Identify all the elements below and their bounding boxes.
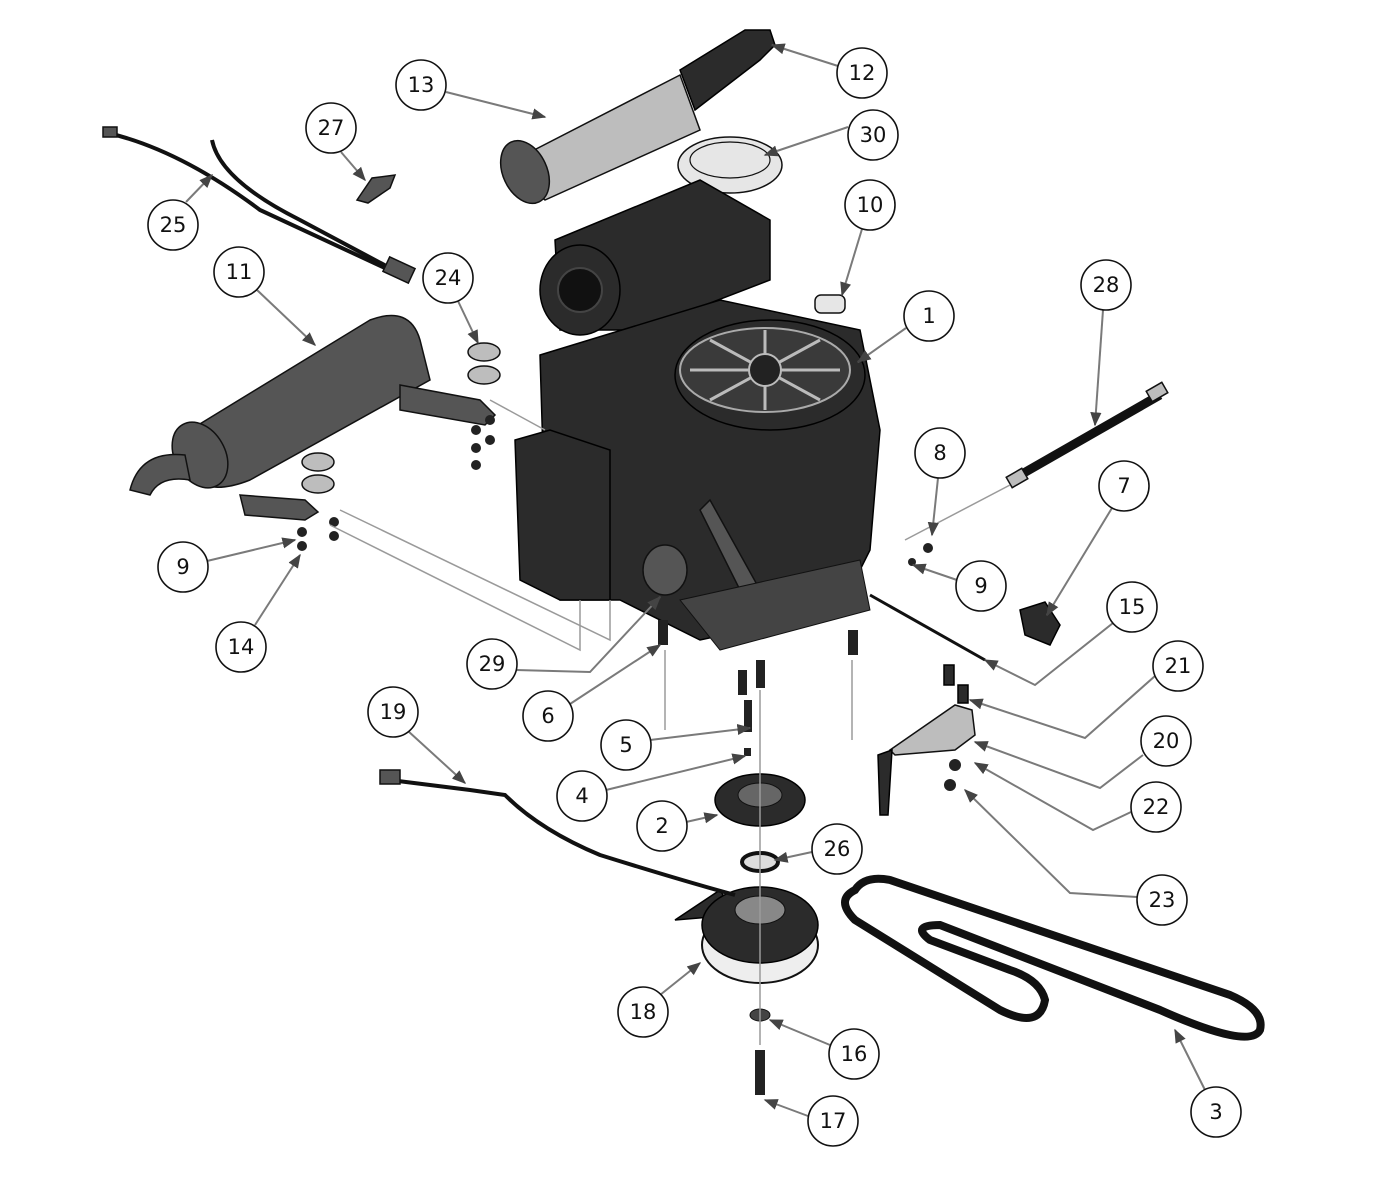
svg-text:20: 20 — [1153, 729, 1180, 753]
callout-14: 14 — [215, 621, 267, 673]
svg-text:2: 2 — [655, 814, 668, 838]
callout-28: 28 — [1080, 259, 1132, 311]
svg-text:19: 19 — [380, 700, 407, 724]
callout-24: 24 — [422, 252, 474, 304]
callout-3: 3 — [1190, 1086, 1242, 1138]
callout-13: 13 — [395, 59, 447, 111]
svg-text:18: 18 — [630, 1000, 657, 1024]
callout-18: 18 — [617, 986, 669, 1038]
callout-25: 25 — [147, 199, 199, 251]
callout-10: 10 — [844, 179, 896, 231]
callout-17: 17 — [807, 1095, 859, 1147]
callout-15: 15 — [1106, 581, 1158, 633]
callout-7: 7 — [1098, 460, 1150, 512]
phantom-lines — [329, 399, 1011, 1045]
svg-text:11: 11 — [226, 260, 253, 284]
svg-text:25: 25 — [160, 213, 187, 237]
callout-23: 23 — [1136, 874, 1188, 926]
engine-block — [514, 299, 881, 651]
air-cleaner-cover — [677, 136, 783, 194]
svg-text:28: 28 — [1093, 273, 1120, 297]
bracket — [877, 664, 976, 816]
bolts — [658, 620, 858, 1095]
svg-text:14: 14 — [228, 635, 255, 659]
leader-lines — [185, 43, 1206, 1117]
oil-drain-cap — [1019, 601, 1061, 646]
exhaust-gaskets — [301, 342, 501, 494]
callout-16: 16 — [828, 1028, 880, 1080]
callout-4: 4 — [556, 770, 608, 822]
svg-text:22: 22 — [1143, 795, 1170, 819]
svg-text:4: 4 — [575, 784, 588, 808]
muffler — [129, 314, 497, 521]
air-cleaner-assembly — [539, 179, 771, 336]
pto-clutch — [674, 886, 819, 1022]
wire-harness — [102, 126, 417, 285]
clutch-cable — [379, 769, 736, 897]
svg-text:1: 1 — [922, 304, 935, 328]
callout-12: 12 — [836, 47, 888, 99]
svg-text:24: 24 — [435, 266, 462, 290]
svg-text:8: 8 — [933, 441, 946, 465]
oil-drain-hose — [1005, 381, 1169, 489]
fuel-filter — [814, 294, 846, 314]
callout-11: 11 — [213, 246, 265, 298]
callout-29: 29 — [466, 638, 518, 690]
svg-text:17: 17 — [820, 1109, 847, 1133]
callout-8: 8 — [914, 427, 966, 479]
svg-text:30: 30 — [860, 123, 887, 147]
spark-plug — [355, 174, 397, 204]
air-filter-element — [499, 29, 776, 205]
drive-belt — [841, 874, 1265, 1041]
svg-text:27: 27 — [318, 116, 345, 140]
callout-19: 19 — [367, 686, 419, 738]
callout-6: 6 — [522, 690, 574, 742]
callout-22: 22 — [1130, 781, 1182, 833]
svg-text:9: 9 — [974, 574, 987, 598]
svg-text:21: 21 — [1165, 654, 1192, 678]
callout-26: 26 — [811, 823, 863, 875]
svg-text:23: 23 — [1149, 888, 1176, 912]
callout-20: 20 — [1140, 715, 1192, 767]
callout-1: 1 — [903, 290, 955, 342]
svg-text:12: 12 — [849, 61, 876, 85]
svg-text:16: 16 — [841, 1042, 868, 1066]
svg-text:26: 26 — [824, 837, 851, 861]
callout-30: 30 — [847, 109, 899, 161]
svg-text:10: 10 — [857, 193, 884, 217]
svg-text:9: 9 — [176, 555, 189, 579]
callout-9-right: 9 — [955, 560, 1007, 612]
svg-text:15: 15 — [1119, 595, 1146, 619]
callout-9-left: 9 — [157, 541, 209, 593]
svg-text:29: 29 — [479, 652, 506, 676]
callout-21: 21 — [1152, 640, 1204, 692]
callout-5: 5 — [600, 719, 652, 771]
svg-text:5: 5 — [619, 733, 632, 757]
svg-text:7: 7 — [1117, 474, 1130, 498]
svg-text:3: 3 — [1209, 1100, 1222, 1124]
svg-text:13: 13 — [408, 73, 435, 97]
svg-text:6: 6 — [541, 704, 554, 728]
callout-2: 2 — [636, 800, 688, 852]
callout-27: 27 — [305, 102, 357, 154]
drain-tube — [869, 593, 986, 662]
